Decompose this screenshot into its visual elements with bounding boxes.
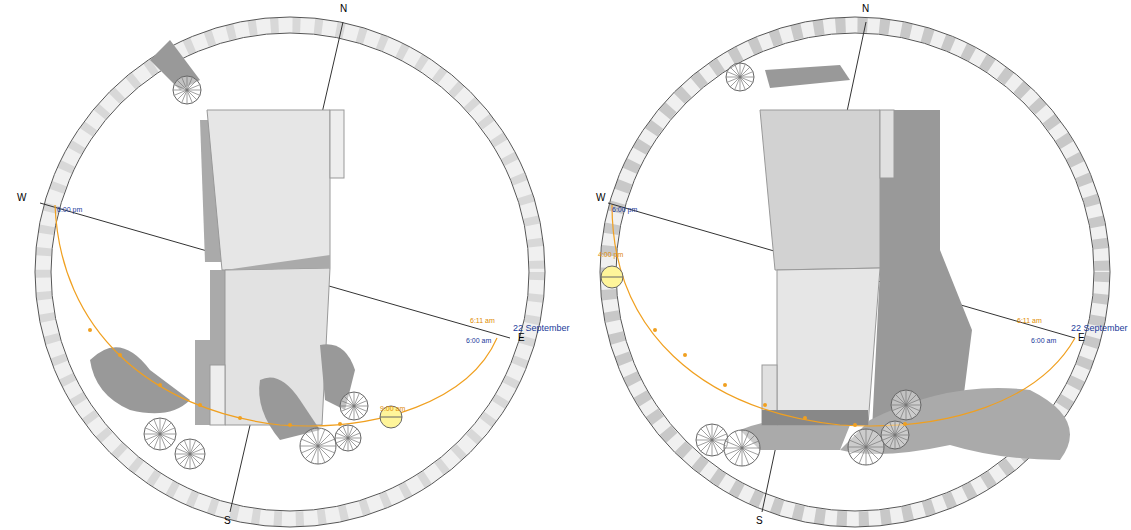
building-shadow	[195, 270, 225, 425]
tree-symbol	[881, 421, 909, 449]
tree-canopy	[173, 76, 201, 104]
hour-dot	[198, 403, 202, 407]
tree-canopy	[881, 421, 909, 449]
sun	[601, 266, 623, 288]
tree-canopy	[300, 428, 336, 464]
compass-ring	[43, 25, 537, 519]
compass-ring	[608, 25, 1102, 519]
building-annex	[330, 110, 344, 178]
upper-building	[207, 110, 330, 270]
compass-letter: S	[224, 516, 231, 526]
compass-letter: E	[1078, 333, 1085, 343]
sun-line	[601, 277, 623, 278]
tree-shadow	[90, 347, 190, 413]
tree-branch	[725, 441, 758, 455]
lower-building	[777, 268, 880, 425]
upper-building	[760, 110, 880, 270]
compass-letter: W	[596, 193, 605, 203]
tree-branch	[176, 448, 204, 459]
tree-branch	[301, 439, 334, 453]
hour-dot	[723, 383, 727, 387]
building-annex	[210, 365, 225, 425]
hour-dot	[158, 383, 162, 387]
tree-branch	[849, 440, 882, 454]
hour-dot	[803, 416, 807, 420]
time-label: 4:00 pm	[598, 251, 623, 258]
hour-dot	[338, 422, 342, 426]
sun-path	[612, 205, 1075, 426]
tree-branch	[174, 85, 200, 96]
building-annex	[880, 110, 894, 178]
hour-dot	[763, 403, 767, 407]
sun-path	[55, 205, 497, 426]
compass-letter: S	[756, 516, 763, 526]
time-label: 22 September	[1071, 324, 1128, 333]
time-label: 6:00 pm	[612, 206, 637, 213]
hour-dot	[118, 353, 122, 357]
trees	[88, 63, 921, 469]
right-diagram	[600, 17, 1110, 527]
tree-branch	[336, 433, 360, 443]
building-shadow	[762, 410, 868, 425]
hour-dot	[903, 422, 907, 426]
outer-circle	[35, 17, 545, 527]
tree-branch	[341, 401, 367, 412]
time-label: 6:00 pm	[57, 206, 82, 213]
tree-symbol	[173, 76, 201, 104]
tree-branch	[882, 430, 908, 441]
compass-letter: N	[862, 4, 869, 14]
hour-dot	[683, 353, 687, 357]
tree-branch	[892, 399, 920, 410]
hour-dot	[288, 423, 292, 427]
tree-symbol	[340, 392, 368, 420]
time-label: 6:00 am	[1031, 337, 1056, 344]
tree-symbol	[848, 429, 884, 465]
tree-branch	[145, 428, 175, 440]
tree-symbol	[696, 424, 728, 456]
tree-symbol	[144, 418, 176, 450]
roof-shadow	[225, 255, 330, 270]
compass-letter: W	[17, 193, 26, 203]
inner-circle	[51, 33, 529, 511]
hour-dot	[238, 416, 242, 420]
time-label: 22 September	[513, 324, 570, 333]
inner-circle	[616, 33, 1094, 511]
compass-ring-segments	[43, 25, 537, 519]
time-label: 6:11 am	[1017, 317, 1042, 324]
tree-symbol	[175, 439, 205, 469]
time-label: 9:00 am	[380, 405, 405, 412]
tree-symbol	[724, 430, 760, 466]
tree-branch	[697, 434, 727, 446]
compass-ring-segments	[608, 25, 1102, 519]
tree-branch	[727, 72, 753, 83]
tree-canopy	[335, 425, 361, 451]
time-label: 6:00 am	[466, 337, 491, 344]
compass-letter: E	[518, 333, 525, 343]
compass-letter: N	[340, 4, 347, 14]
building-shadow	[872, 110, 972, 430]
hour-dot	[853, 423, 857, 427]
sun-line	[380, 417, 402, 418]
tree-canopy	[724, 430, 760, 466]
hour-dot	[653, 328, 657, 332]
tree-canopy	[891, 390, 921, 420]
hour-dot	[88, 328, 92, 332]
left-diagram	[35, 17, 545, 527]
tree-canopy	[848, 429, 884, 465]
outer-circle	[600, 17, 1110, 527]
tree-symbol	[891, 390, 921, 420]
time-label: 6:11 am	[470, 317, 495, 324]
tree-symbol	[726, 63, 754, 91]
tree-symbol	[335, 425, 361, 451]
tree-symbol	[300, 428, 336, 464]
tree-canopy	[340, 392, 368, 420]
tree-canopy	[175, 439, 205, 469]
tree-shadow	[765, 65, 850, 88]
tree-canopy	[696, 424, 728, 456]
tree-canopy	[144, 418, 176, 450]
tree-canopy	[726, 63, 754, 91]
